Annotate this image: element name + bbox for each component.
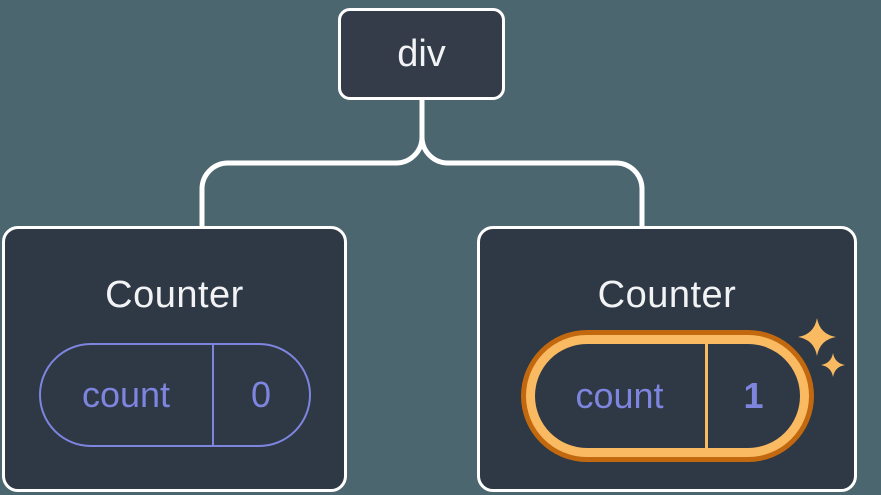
counter-node-left: Counter count 0 <box>2 226 347 492</box>
state-pill: count 1 <box>534 344 800 448</box>
sparkle-small <box>821 353 845 377</box>
root-node-div: div <box>338 8 505 100</box>
component-name: Counter <box>105 274 244 316</box>
state-key: count <box>81 374 171 415</box>
state-pill-row: count 0 <box>38 343 311 447</box>
state-value: 0 <box>250 374 272 415</box>
connector-right-branch <box>419 100 645 226</box>
root-node-label: div <box>397 33 446 75</box>
state-value: 1 <box>743 375 764 416</box>
highlight-ring-outer: count 1 <box>520 330 814 462</box>
state-key: count <box>575 375 664 416</box>
component-name: Counter <box>597 274 737 316</box>
highlight-ring-inner: count 1 <box>525 335 809 457</box>
pill-divider <box>211 345 214 445</box>
sparkles-icon <box>798 318 845 377</box>
pill-divider <box>704 344 708 448</box>
counter-node-right: Counter count 1 <box>477 226 857 492</box>
connector-left-branch <box>199 100 425 226</box>
state-pill-row-highlighted: count 1 <box>520 330 814 462</box>
sparkle-large <box>798 318 836 356</box>
state-pill: count 0 <box>38 343 311 447</box>
